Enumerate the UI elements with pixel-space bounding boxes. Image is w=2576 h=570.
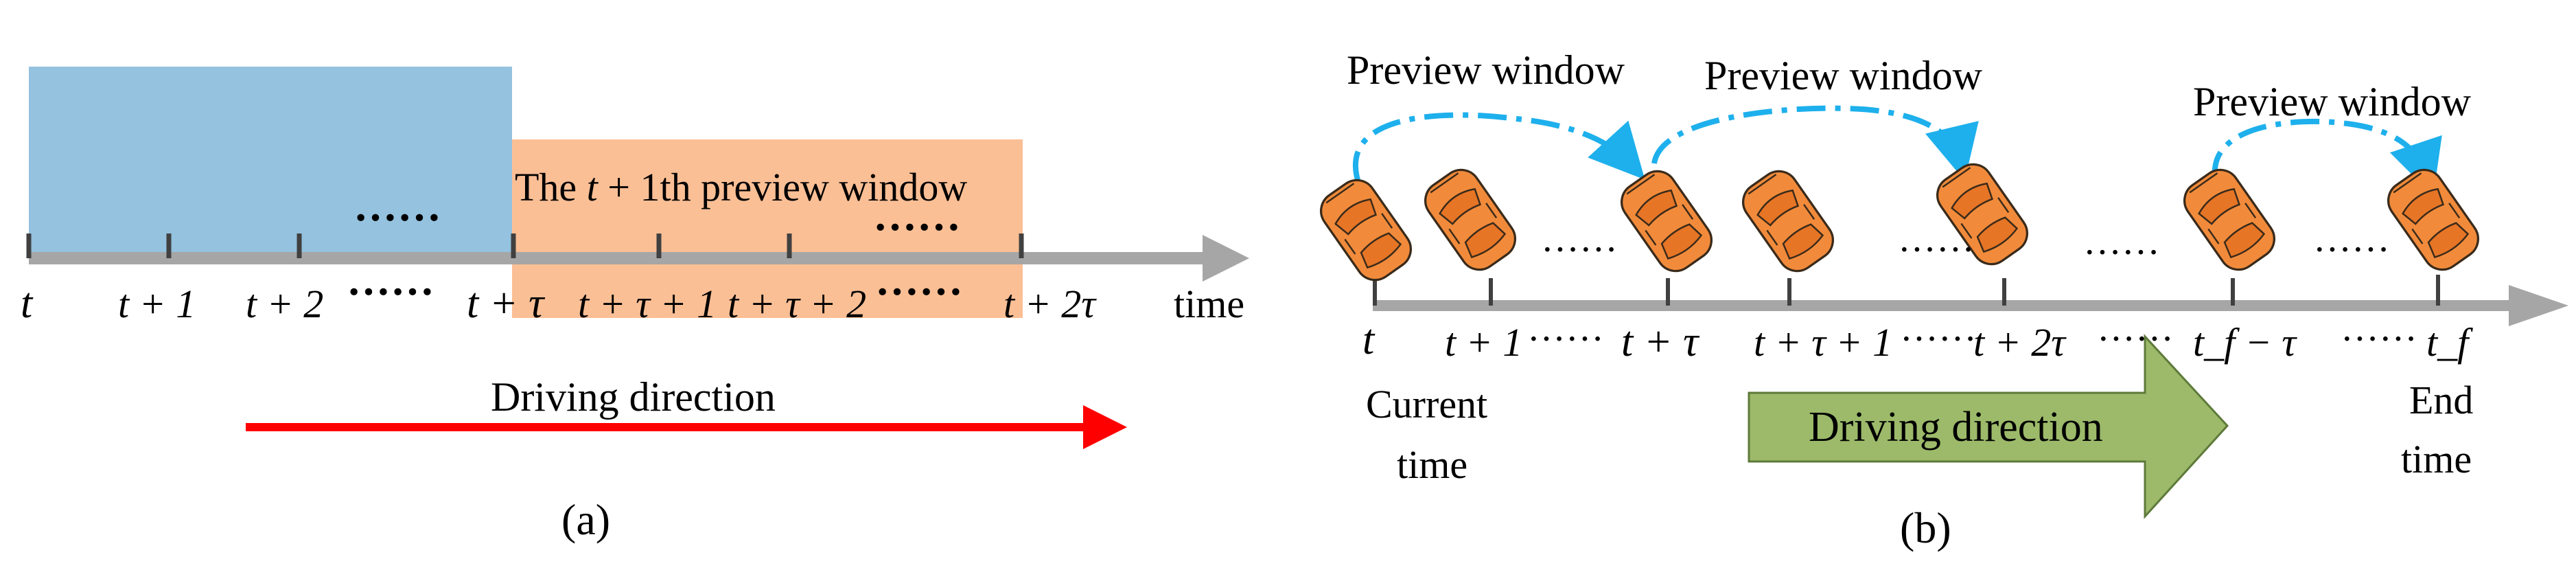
preview-arrow-1 — [1353, 112, 1645, 181]
tick-label-t-plus-tau-plus-2: t + τ + 2 — [728, 282, 866, 326]
preview-window-label-2: Preview window — [1704, 53, 1983, 98]
driving-direction-label: Driving direction — [491, 374, 776, 420]
b-tick-label-tf: t_f — [2426, 320, 2473, 365]
b-dots-2: ······ — [1900, 318, 1977, 361]
preview-window-label-3: Preview window — [2193, 79, 2472, 124]
caption-b: (b) — [1900, 503, 1951, 552]
tick-label-t: t — [21, 280, 34, 327]
end-time-label-line2: time — [2401, 437, 2472, 481]
b-tick-label-t-plus-tau: t + τ — [1621, 319, 1700, 365]
time-axis-arrowhead — [1203, 235, 1249, 282]
b-dots-4: ······ — [2341, 318, 2417, 361]
car-icon-2 — [1417, 161, 1524, 279]
current-time-label-line2: time — [1397, 442, 1467, 487]
upper-dots-2: ······ — [873, 203, 961, 251]
tick-marks — [26, 233, 1024, 258]
tick-label-t-plus-tau: t + τ — [467, 280, 546, 327]
preview-arrow-3 — [2212, 118, 2442, 196]
b-dots-3: ······ — [2097, 318, 2174, 361]
driving-direction-block-arrow — [1748, 334, 2229, 519]
car-icon-7 — [2380, 161, 2487, 279]
axis-label-time: time — [1174, 282, 1244, 326]
b-tick-label-t-plus-2tau: t + 2τ — [1973, 320, 2067, 365]
b-tick-label-tf-minus-tau: t_f − τ — [2193, 320, 2297, 365]
driving-direction-arrowhead — [1083, 405, 1127, 449]
tick-label-t-plus-1: t + 1 — [118, 282, 196, 326]
tick-label-t-plus-2tau: t + 2τ — [1003, 282, 1097, 326]
car-icon-4 — [1734, 162, 1842, 280]
panel-a: The t + 1th preview window ······ ······… — [21, 67, 1249, 544]
current-preview-window — [29, 67, 512, 261]
car-icon-3 — [1613, 162, 1720, 280]
time-axis-b-arrowhead — [2509, 285, 2568, 326]
lower-dots-2: ······ — [875, 267, 963, 316]
preview-arrow-2 — [1651, 105, 1979, 181]
preview-window-label-1: Preview window — [1347, 47, 1625, 93]
car-dots-2: ······ — [1898, 229, 1975, 271]
next-preview-window-label: The t + 1th preview window — [515, 165, 967, 209]
car-dots-1: ······ — [1541, 229, 1618, 271]
tick-label-t-plus-tau-plus-1: t + τ + 1 — [578, 282, 717, 326]
b-tick-label-t: t — [1362, 317, 1376, 363]
lower-dots-1: ······ — [347, 267, 434, 316]
b-tick-label-t-plus-1: t + 1 — [1445, 320, 1522, 365]
driving-direction-block-label: Driving direction — [1809, 404, 2103, 451]
current-time-label-line1: Current — [1366, 382, 1487, 426]
panel-b: Driving direction Preview window Preview… — [1312, 47, 2568, 552]
b-tick-label-t-plus-tau-plus-1: t + τ + 1 — [1754, 320, 1892, 365]
tick-label-t-plus-2: t + 2 — [246, 282, 323, 326]
b-dots-1: ······ — [1527, 318, 1604, 361]
next-preview-window — [512, 139, 1023, 318]
caption-a: (a) — [561, 495, 610, 544]
car-icon-6 — [2176, 161, 2283, 279]
car-dots-3: ······ — [2083, 231, 2160, 274]
upper-dots-1: ······ — [353, 193, 441, 242]
car-icon-1 — [1312, 171, 1419, 289]
car-dots-4: ······ — [2313, 229, 2390, 271]
end-time-label-line1: End — [2409, 378, 2473, 422]
